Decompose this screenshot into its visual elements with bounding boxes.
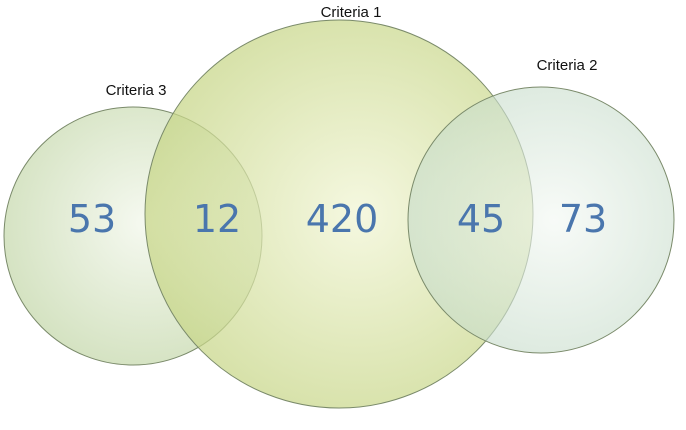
- criteria-1-label: Criteria 1: [321, 4, 382, 21]
- criteria-2-only-count: 73: [559, 197, 607, 241]
- criteria-1-only-count: 420: [306, 197, 379, 241]
- criteria-3-only-count: 53: [68, 197, 116, 241]
- criteria-3-and-1-count: 12: [193, 197, 241, 241]
- criteria-2-circle: [407, 86, 675, 354]
- criteria-2-label: Criteria 2: [537, 57, 598, 74]
- criteria-1-and-2-count: 45: [457, 197, 505, 241]
- criteria-3-label: Criteria 3: [106, 82, 167, 99]
